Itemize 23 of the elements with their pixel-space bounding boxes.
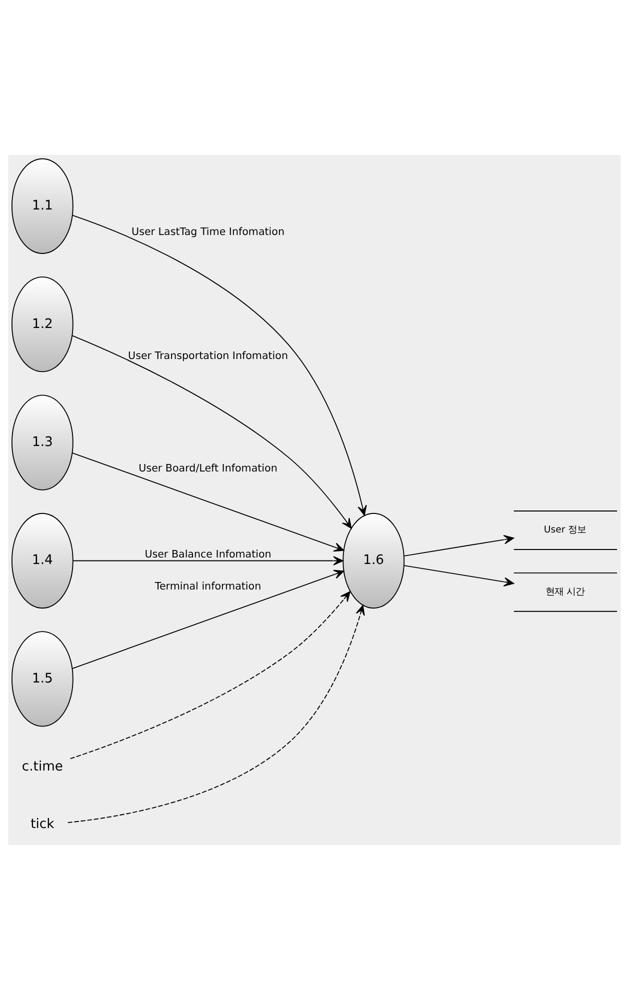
- edge-label: User LastTag Time Infomation: [132, 226, 284, 238]
- edge-label: User Balance Infomation: [144, 548, 272, 561]
- node-text: tick: [30, 816, 54, 832]
- edge-label: User Board/Left Infomation: [138, 462, 278, 474]
- arrow: [72, 214, 367, 516]
- node-text: c.time: [22, 760, 63, 775]
- edge-label: Terminal information: [154, 580, 262, 593]
- node-ellipse: 1.4: [11, 512, 74, 609]
- node-ellipse: 1.1: [11, 158, 74, 254]
- node-ellipse: 1.2: [11, 276, 74, 372]
- node-ellipse: 1.3: [11, 394, 74, 490]
- node-text: User 정보: [544, 524, 586, 536]
- arrow: [67, 604, 365, 824]
- node-ellipse: 1.5: [11, 631, 74, 727]
- arrow: [72, 570, 344, 670]
- arrow: [72, 556, 344, 566]
- arrow: [70, 591, 350, 760]
- arrow: [404, 565, 514, 587]
- arrow: [72, 452, 344, 552]
- arrow: [72, 335, 352, 529]
- edge-label: User Transportation Infomation: [128, 350, 288, 362]
- node-text: 현재 시간: [545, 586, 584, 598]
- arrow: [404, 534, 514, 556]
